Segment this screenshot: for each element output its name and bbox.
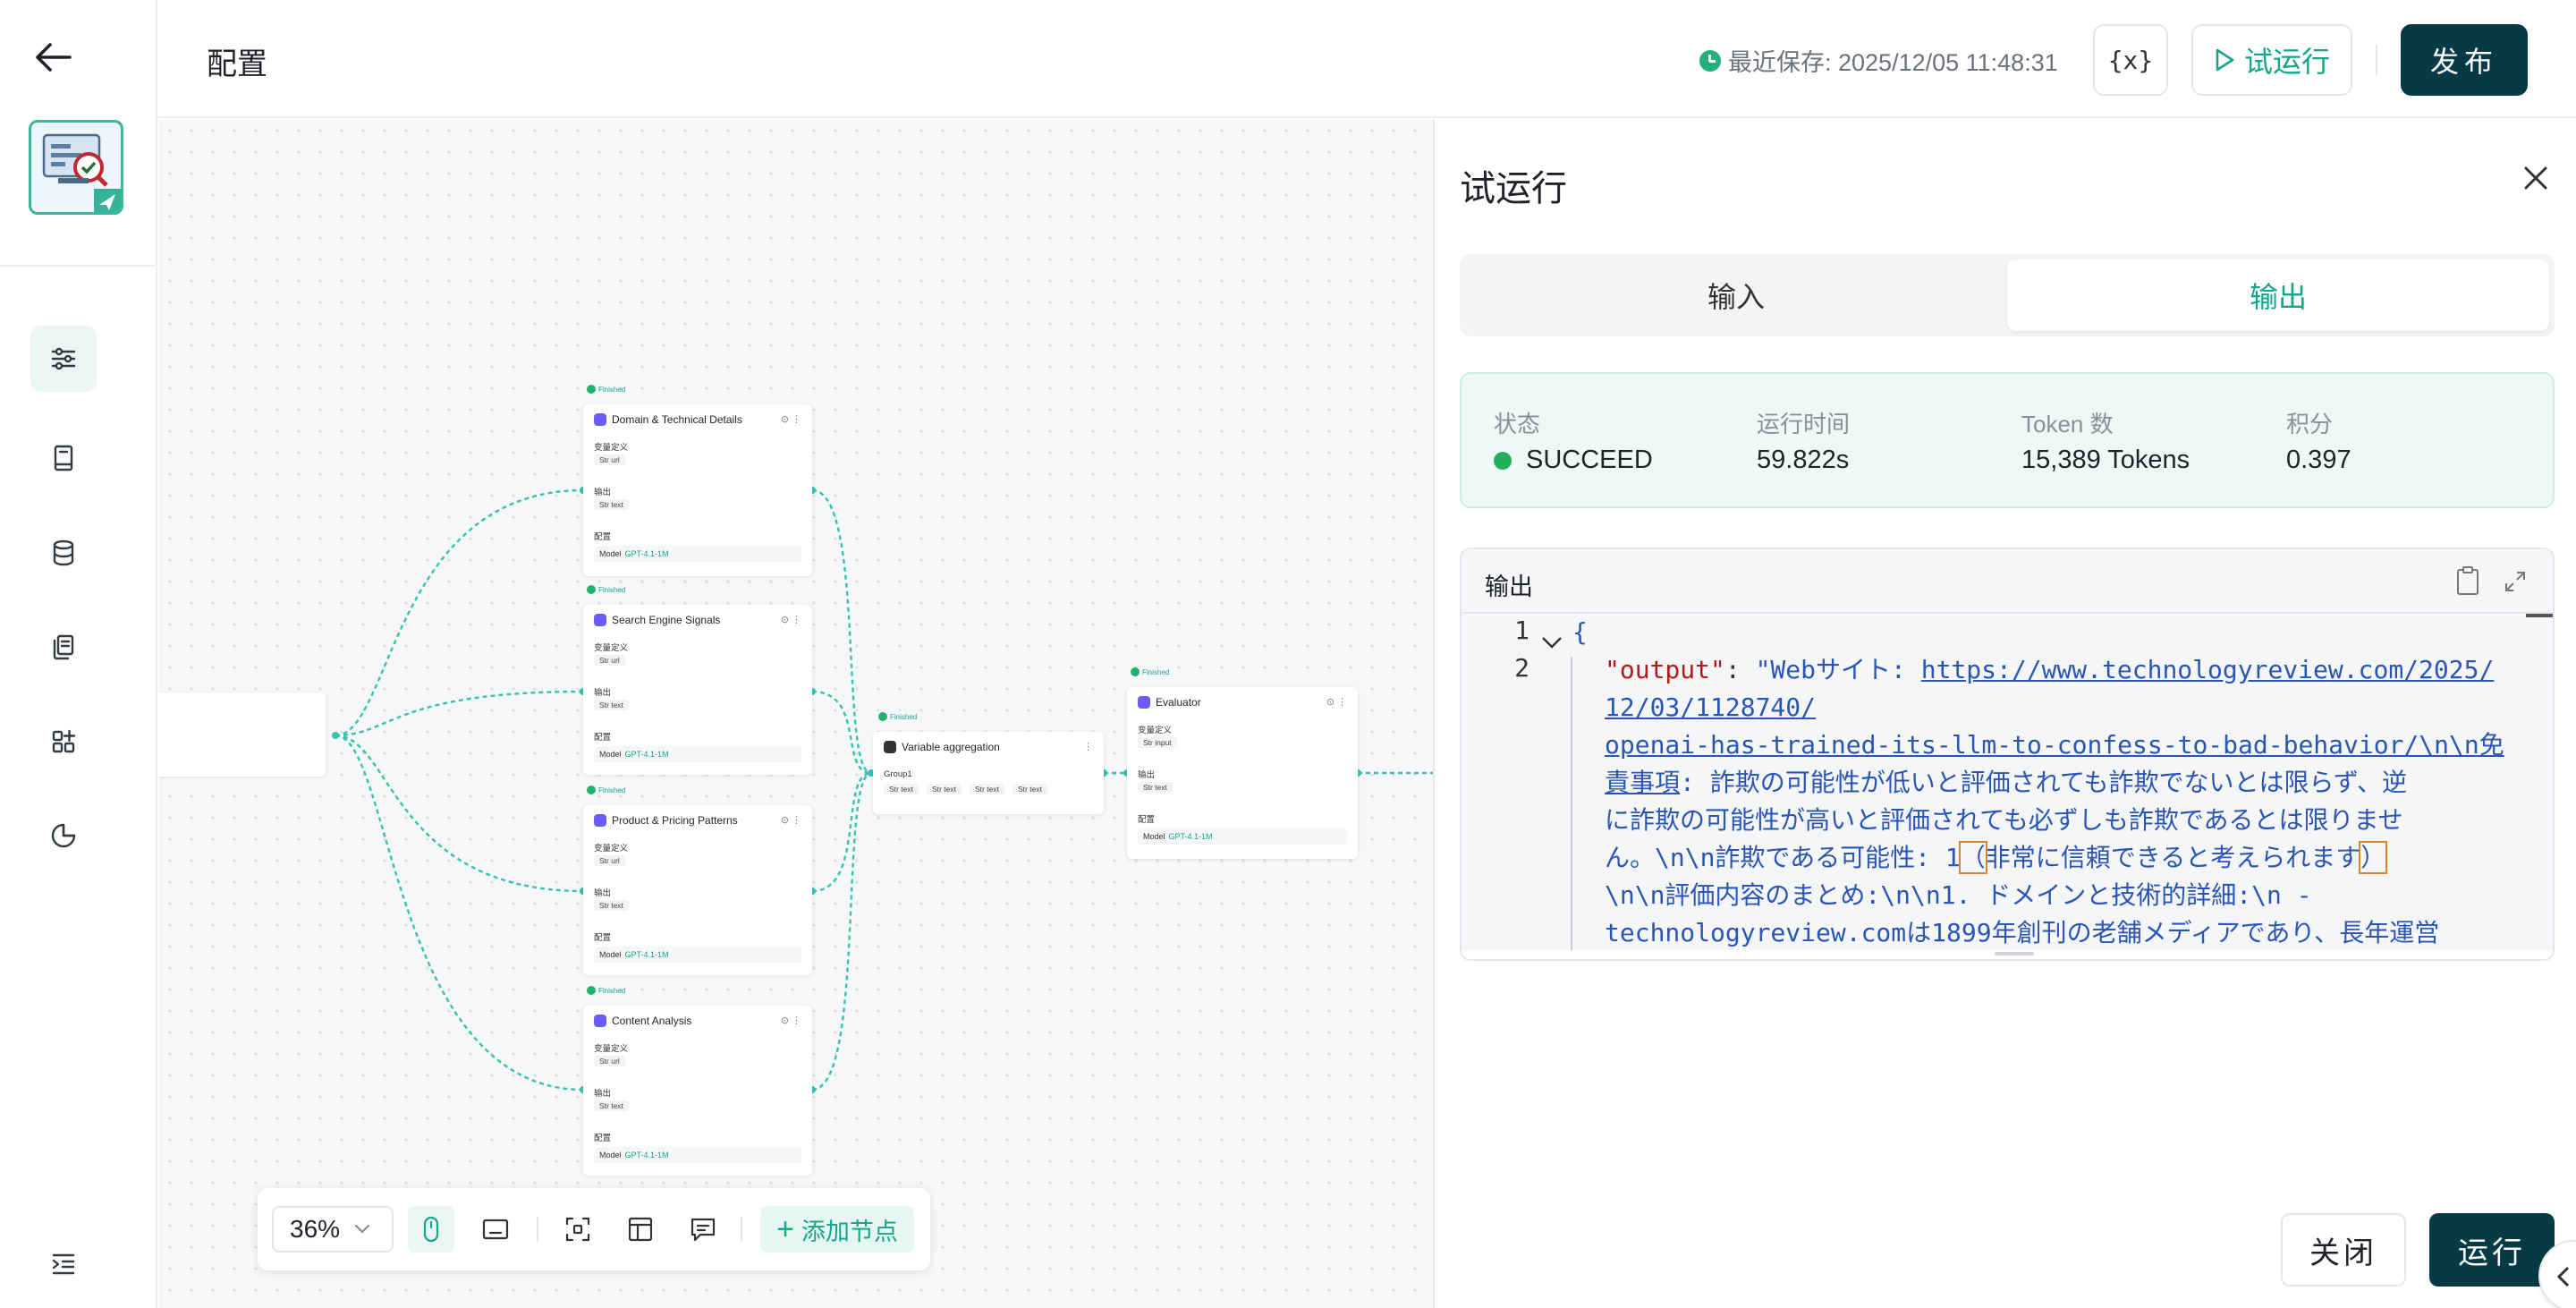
tab-input[interactable]: 输入 (1465, 259, 2007, 331)
node-content-analysis[interactable]: Content Analysis ⊙ ⋮ 变量定义 Str url 输出 Str… (583, 1006, 812, 1176)
sidebar-item-knowledge[interactable] (30, 425, 97, 491)
output-card: 输出 1 2 { "output": "Webサイト: https://www.… (1460, 548, 2555, 961)
node-menu-icon[interactable]: ⊙ ⋮ (781, 814, 801, 826)
node-menu-icon[interactable]: ⊙ ⋮ (781, 614, 801, 625)
database-icon (48, 538, 79, 568)
finished-badge: Finished (587, 385, 625, 394)
copy-icon (48, 632, 79, 662)
variables-button[interactable]: {x} (2093, 24, 2168, 96)
test-run-panel: 试运行 输入 输出 状态 SUCCEED 运行时间 59.822s Token … (1433, 120, 2576, 1308)
sidebar-divider (0, 265, 157, 267)
sidebar-item-analytics[interactable] (30, 803, 97, 869)
model-chip: ModelGPT-4.1-1M (594, 1147, 801, 1163)
aggregation-icon (884, 741, 896, 753)
node-menu-icon[interactable]: ⊙ ⋮ (1326, 696, 1347, 708)
clipboard-icon[interactable] (2456, 565, 2479, 596)
fit-view-button[interactable] (555, 1206, 601, 1253)
finished-badge: Finished (587, 786, 625, 794)
output-header: 输出 (1462, 549, 2553, 614)
scrollbar[interactable] (2526, 614, 2553, 617)
mouse-icon (416, 1214, 446, 1244)
last-saved: 最近保存: 2025/12/05 11:48:31 (1699, 43, 2058, 78)
header-divider (2376, 45, 2377, 75)
model-chip: ModelGPT-4.1-1M (594, 746, 801, 762)
node-menu-icon[interactable]: ⊙ ⋮ (781, 413, 801, 425)
run-status-card: 状态 SUCCEED 运行时间 59.822s Token 数 15,389 T… (1460, 372, 2555, 508)
canvas-toolbar: 36% + 添加节点 (258, 1188, 930, 1270)
fit-view-icon (563, 1214, 593, 1244)
status-dot-icon (1494, 452, 1512, 470)
zoom-select[interactable]: 36% (272, 1206, 394, 1253)
llm-icon (1138, 696, 1150, 709)
close-button[interactable]: 关闭 (2281, 1213, 2406, 1287)
resize-handle[interactable] (1995, 952, 2034, 956)
tab-output[interactable]: 输出 (2007, 259, 2549, 331)
top-header: 配置 最近保存: 2025/12/05 11:48:31 {x} 试运行 发布 (157, 0, 2576, 118)
model-chip: ModelGPT-4.1-1M (1138, 828, 1347, 845)
sidebar-collapse-button[interactable] (30, 1238, 97, 1288)
finished-badge: Finished (1131, 667, 1169, 676)
book-icon (48, 443, 79, 473)
touchpad-icon (480, 1214, 511, 1244)
workflow-canvas[interactable]: Finished Domain & Technical Details ⊙ ⋮ … (159, 120, 1433, 1308)
sidebar-item-database[interactable] (30, 520, 97, 586)
comment-icon (688, 1214, 718, 1244)
publish-button[interactable]: 发布 (2401, 24, 2528, 96)
model-chip: ModelGPT-4.1-1M (594, 947, 801, 963)
llm-icon (594, 814, 606, 827)
output-code-viewer[interactable]: 1 2 { "output": "Webサイト: https://www.tec… (1462, 614, 2553, 950)
layout-icon (625, 1214, 656, 1244)
touchpad-mode-button[interactable] (472, 1206, 519, 1253)
node-menu-icon[interactable]: ⊙ ⋮ (781, 1015, 801, 1026)
node-menu-icon[interactable]: ⋮ (1083, 741, 1093, 752)
last-saved-text: 最近保存: 2025/12/05 11:48:31 (1728, 43, 2058, 78)
apps-icon (48, 726, 79, 757)
app-avatar[interactable] (29, 120, 123, 215)
test-run-button[interactable]: 试运行 (2191, 24, 2352, 96)
node-domain-technical[interactable]: Domain & Technical Details ⊙ ⋮ 变量定义 Str … (583, 404, 812, 576)
pie-chart-icon (48, 820, 79, 851)
left-sidebar (0, 0, 157, 1308)
layout-button[interactable] (617, 1206, 664, 1253)
node-evaluator[interactable]: Evaluator ⊙ ⋮ 变量定义 Str input 输出 Str text… (1127, 687, 1358, 859)
sidebar-item-config[interactable] (30, 326, 97, 392)
sidebar-item-apps[interactable] (30, 709, 97, 775)
finished-badge: Finished (587, 585, 625, 594)
chevron-left-icon (2551, 1263, 2576, 1290)
run-button[interactable]: 运行 (2429, 1213, 2555, 1287)
plus-icon: + (776, 1214, 794, 1244)
comment-button[interactable] (680, 1206, 726, 1253)
llm-icon (594, 1015, 606, 1027)
status-value: SUCCEED (1494, 446, 1653, 475)
node-variable-aggregation[interactable]: Variable aggregation ⋮ Group1 Str text S… (873, 732, 1104, 814)
finished-badge: Finished (878, 712, 917, 721)
start-node[interactable] (159, 692, 326, 777)
fold-chevron-icon[interactable] (1540, 626, 1563, 656)
node-search-engine[interactable]: Search Engine Signals ⊙ ⋮ 变量定义 Str url 输… (583, 605, 812, 775)
sliders-icon (48, 344, 79, 374)
panel-tabs: 输入 输出 (1460, 254, 2555, 336)
play-icon (2214, 47, 2235, 72)
sidebar-item-copy[interactable] (30, 614, 97, 680)
close-icon[interactable] (2521, 163, 2551, 193)
mouse-mode-button[interactable] (408, 1206, 454, 1253)
indent-icon (48, 1248, 79, 1278)
model-chip: ModelGPT-4.1-1M (594, 546, 801, 562)
clock-icon (1699, 50, 1721, 72)
chevron-down-icon (354, 1224, 370, 1235)
page-title: 配置 (207, 39, 267, 83)
panel-title: 试运行 (1460, 159, 1567, 211)
finished-badge: Finished (587, 986, 625, 995)
llm-icon (594, 413, 606, 426)
back-arrow-icon[interactable] (32, 39, 73, 75)
expand-icon[interactable] (2503, 569, 2528, 594)
add-node-button[interactable]: + 添加节点 (760, 1206, 914, 1253)
llm-icon (594, 614, 606, 626)
node-product-pricing[interactable]: Product & Pricing Patterns ⊙ ⋮ 变量定义 Str … (583, 805, 812, 975)
